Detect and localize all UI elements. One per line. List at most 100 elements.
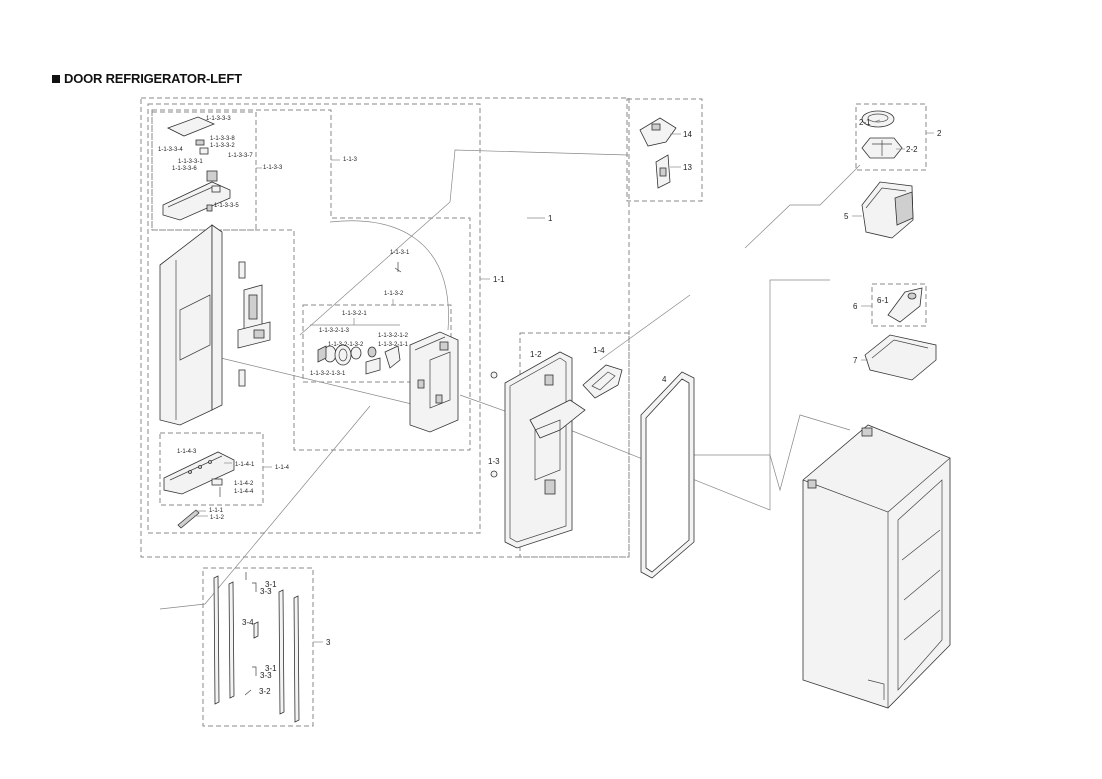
label-1: 1 <box>548 214 553 223</box>
part-refrigerator-cabinet <box>802 424 951 709</box>
label-1-1-3-3-3: 1-1-3-3-3 <box>206 116 231 122</box>
label-4: 4 <box>662 375 667 384</box>
label-1-1-1: 1-1-1 <box>209 508 224 514</box>
label-1-1-3-2-1-3-1: 1-1-3-2-1-3-1 <box>310 371 346 377</box>
label-6: 6 <box>853 302 858 311</box>
part-7-shelf <box>864 334 937 381</box>
label-3-3-bottom: 3-3 <box>260 671 272 680</box>
part-2-1 <box>861 110 895 128</box>
label-1-1-3-2-1: 1-1-3-2-1 <box>342 311 367 317</box>
label-1-1-3-1: 1-1-3-1 <box>390 250 410 256</box>
part-1-1-3-3-5 <box>206 204 213 212</box>
label-1-1-3-2-1-1: 1-1-3-2-1-1 <box>378 342 409 348</box>
part-1-1-4-2 <box>211 478 223 486</box>
label-1-1-3-2-1-2: 1-1-3-2-1-2 <box>378 333 409 339</box>
alignment-line-f <box>569 279 830 511</box>
part-1-1-3-3-2 <box>199 147 209 155</box>
group-box-13-14 <box>626 98 703 202</box>
label-3-1-top: 3-1 <box>265 580 277 589</box>
part-1-1-4-1 <box>163 451 235 495</box>
alignment-line-g <box>690 414 851 492</box>
label-1-1: 1-1 <box>493 275 505 284</box>
part-1-1-3-2-1-housing <box>409 331 459 433</box>
label-3-1-bottom: 3-1 <box>265 664 277 673</box>
part-1-1-3-body <box>237 261 271 387</box>
label-2-1: 2-1 <box>859 118 871 127</box>
label-1-3: 1-3 <box>488 457 500 466</box>
group-box-2 <box>855 103 927 171</box>
part-2-2 <box>861 137 903 159</box>
label-1-1-4-1: 1-1-4-1 <box>235 462 255 468</box>
part-14 <box>639 117 677 147</box>
label-1-1-3-2: 1-1-3-2 <box>384 291 404 297</box>
label-7: 7 <box>853 356 858 365</box>
part-1-4-cover <box>582 364 623 399</box>
label-2-2: 2-2 <box>906 145 918 154</box>
label-1-1-3-3-8: 1-1-3-3-8 <box>210 136 235 142</box>
label-3-3-top: 3-3 <box>260 587 272 596</box>
leader-1-1-3-2-1 <box>310 318 400 326</box>
label-1-1-3-3-6: 1-1-3-3-6 <box>172 166 197 172</box>
title-text: DOOR REFRIGERATOR-LEFT <box>64 71 242 86</box>
part-1-1-2-strip <box>177 509 200 529</box>
part-1-1-3-3-3 <box>166 116 216 137</box>
part-13 <box>655 154 671 189</box>
part-1-1-3-3-8 <box>195 139 205 146</box>
part-3-1-3-3-bottom <box>252 666 257 676</box>
label-3-4: 3-4 <box>242 618 254 627</box>
part-1-1-3-2-1-2 <box>365 346 381 375</box>
group-box-3 <box>202 567 314 727</box>
title-square-icon <box>52 74 60 83</box>
label-3: 3 <box>326 638 331 647</box>
part-3-2 <box>244 689 252 696</box>
label-1-1-3: 1-1-3 <box>343 157 358 163</box>
label-1-1-4-2: 1-1-4-2 <box>234 481 254 487</box>
part-3-1-3-3-top <box>245 572 257 592</box>
label-1-1-3-3-5: 1-1-3-3-5 <box>214 203 239 209</box>
label-1-2: 1-2 <box>530 350 542 359</box>
part-1-1-3-1 <box>394 262 402 273</box>
part-1-1-1-liner <box>159 224 223 426</box>
label-6-1: 6-1 <box>877 296 889 305</box>
group-box-1-1-3 <box>151 109 471 451</box>
alignment-line-d <box>329 220 449 331</box>
part-3-4 <box>253 621 259 639</box>
part-4-gasket <box>640 371 695 579</box>
label-1-1-4: 1-1-4 <box>275 465 290 471</box>
label-14: 14 <box>683 130 692 139</box>
part-5-bin <box>861 181 914 239</box>
page-title: DOOR REFRIGERATOR-LEFT <box>52 71 242 86</box>
alignment-line-a <box>159 405 371 610</box>
label-1-1-2: 1-1-2 <box>210 515 225 521</box>
part-1-3-screw-a <box>490 371 498 379</box>
alignment-line-h <box>744 164 861 249</box>
leader-2-1 <box>873 119 881 123</box>
label-1-4: 1-4 <box>593 346 605 355</box>
alignment-line-c <box>299 149 629 336</box>
part-1-1-3-2-1-1 <box>384 345 401 369</box>
part-1-1-3-2-1-3 <box>317 345 337 363</box>
part-1-1-3-2-1-3-2 <box>334 344 362 366</box>
label-1-1-3-3-1: 1-1-3-3-1 <box>178 159 203 165</box>
label-1-1-3-3-4: 1-1-3-3-4 <box>158 147 183 153</box>
part-1-3-screw-b <box>490 470 498 478</box>
label-2: 2 <box>937 129 942 138</box>
label-13: 13 <box>683 163 692 172</box>
group-box-1-1 <box>147 103 481 534</box>
alignment-line-e <box>599 294 691 361</box>
part-3-trims <box>213 575 300 723</box>
label-3-2: 3-2 <box>259 687 271 696</box>
label-1-1-3-2-1-3-2: 1-1-3-2-1-3-2 <box>328 342 364 348</box>
group-box-6 <box>871 283 927 327</box>
label-5: 5 <box>844 212 849 221</box>
part-6-1 <box>887 287 923 323</box>
group-box-1 <box>140 97 630 558</box>
label-1-1-3-2-1-3: 1-1-3-2-1-3 <box>319 328 350 334</box>
label-1-1-4-3: 1-1-4-3 <box>177 449 197 455</box>
label-1-1-4-4: 1-1-4-4 <box>234 489 254 495</box>
group-box-1-1-4 <box>159 432 264 506</box>
label-1-1-3-3: 1-1-3-3 <box>263 165 283 171</box>
group-box-1-1-3-3 <box>151 111 257 231</box>
part-1-1-3-3-1 <box>162 170 231 221</box>
